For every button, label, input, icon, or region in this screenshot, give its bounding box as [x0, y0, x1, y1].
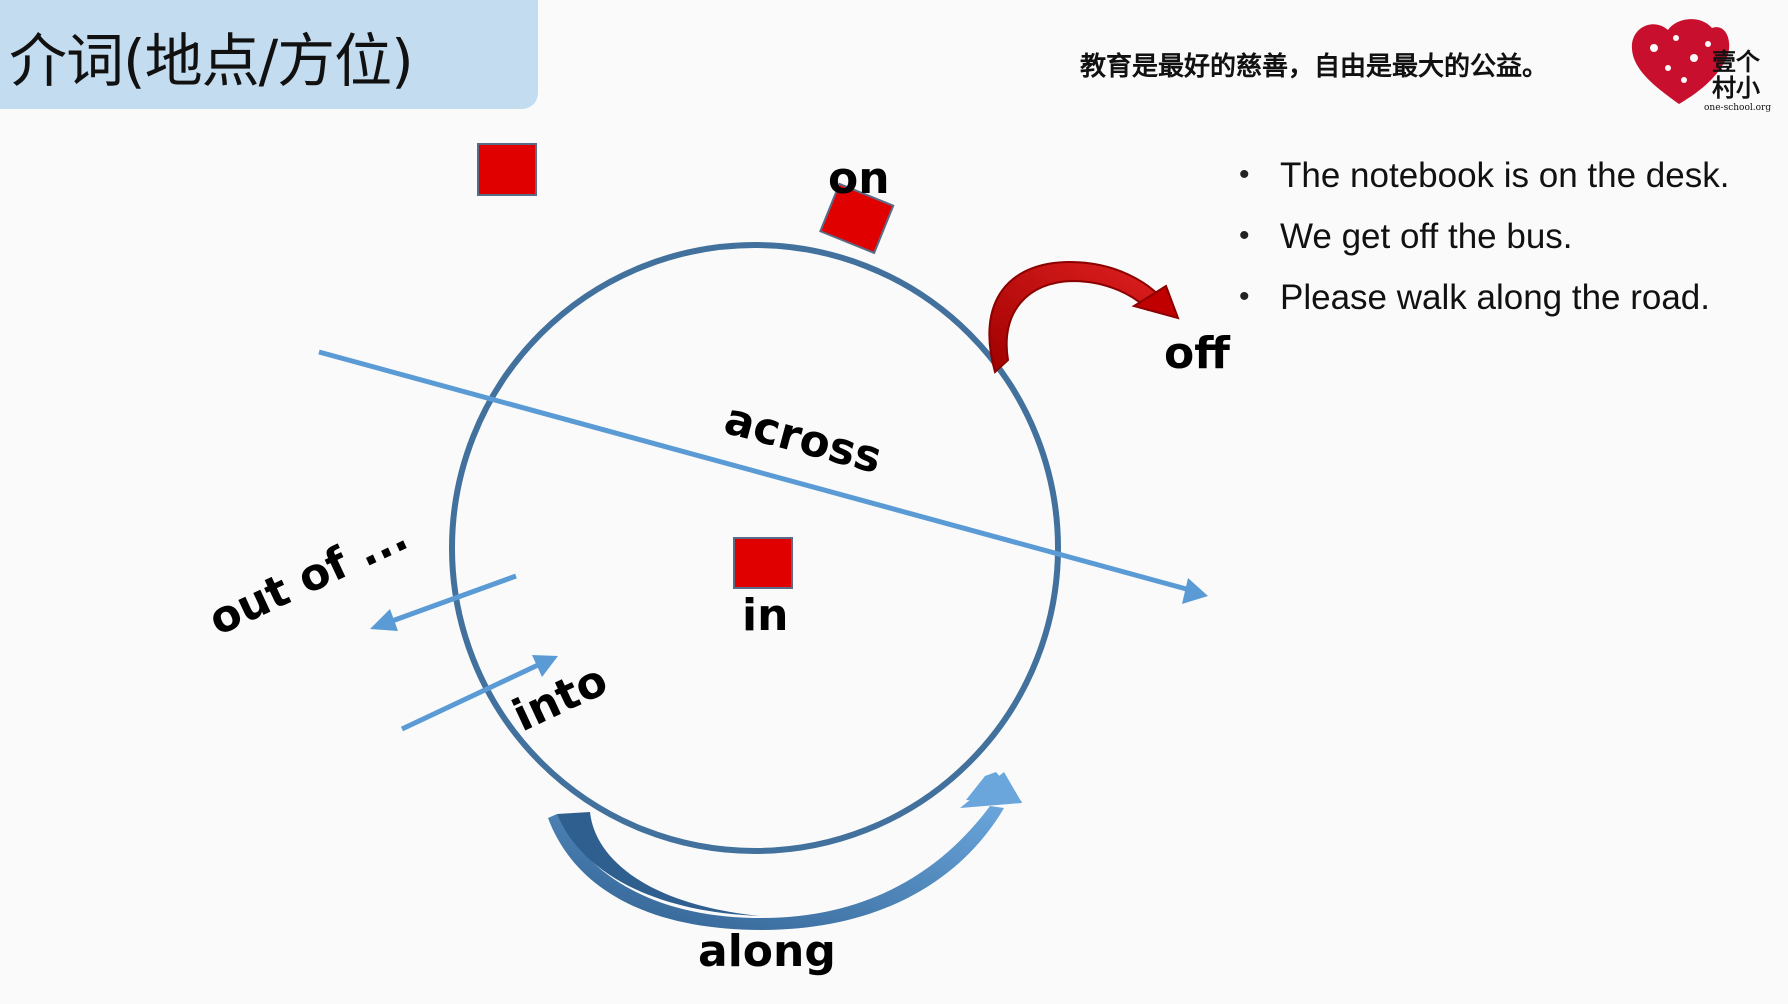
label-on: on: [828, 153, 890, 204]
into-arrow: [400, 655, 558, 732]
page-title: 介词(地点/方位): [9, 27, 414, 95]
list-item: • We get off the bus.: [1235, 217, 1729, 278]
list-item: • The notebook is on the desk.: [1235, 156, 1729, 217]
label-in: in: [742, 590, 788, 641]
off-arrow: [988, 260, 1180, 374]
label-along: along: [698, 926, 836, 977]
bullet-icon: •: [1239, 158, 1250, 191]
bullet-icon: •: [1239, 280, 1250, 313]
logo-line2: 村小: [1712, 73, 1760, 102]
label-into: into: [505, 654, 615, 741]
title-banner: 介词(地点/方位): [0, 0, 538, 109]
heart-map-icon: [1631, 19, 1730, 104]
list-item: • Please walk along the road.: [1235, 278, 1729, 339]
slogan-text: 教育是最好的慈善，自由是最大的公益。: [1080, 52, 1549, 82]
along-arrow: [548, 772, 1022, 930]
square-on: [819, 182, 895, 255]
example-sentences: • The notebook is on the desk. • We get of…: [1235, 156, 1729, 339]
out-of-arrow: [370, 573, 517, 631]
sentence-text: We get off the bus.: [1280, 217, 1573, 256]
square-in: [733, 537, 793, 589]
bullet-icon: •: [1239, 219, 1250, 252]
logo-url: one-school.org: [1704, 103, 1771, 113]
label-off: off: [1164, 328, 1231, 379]
sentence-text: The notebook is on the desk.: [1280, 156, 1730, 195]
logo-line1: 壹个: [1712, 47, 1761, 76]
circle-area: [449, 242, 1061, 854]
square-outside: [477, 143, 537, 196]
one-school-logo: 壹个 村小 one-school.org: [1631, 19, 1771, 113]
sentence-text: Please walk along the road.: [1280, 278, 1710, 317]
across-arrow: [318, 349, 1208, 604]
